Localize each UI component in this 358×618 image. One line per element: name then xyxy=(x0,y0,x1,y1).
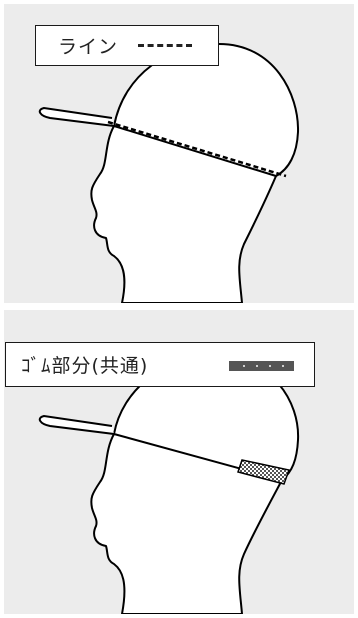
cap-crown xyxy=(112,42,300,178)
line-label: ライン xyxy=(58,36,119,58)
gum-diagram-panel: ｺﾞﾑ部分(共通) xyxy=(4,310,354,614)
gum-label: ｺﾞﾑ部分(共通) xyxy=(21,355,149,377)
line-diagram-panel: ライン xyxy=(4,4,354,303)
cap-brim xyxy=(38,414,115,435)
head-silhouette xyxy=(90,125,277,303)
dashed-line-legend xyxy=(138,44,193,47)
line-dashed-marker xyxy=(107,120,287,178)
line-label-box: ライン xyxy=(35,25,219,66)
cap-head-illustration xyxy=(38,354,300,614)
gum-label-box: ｺﾞﾑ部分(共通) xyxy=(5,342,315,387)
gum-band-marker xyxy=(237,459,290,485)
gum-pattern-legend xyxy=(229,361,294,371)
cap-brim xyxy=(38,106,115,127)
cap-head-illustration xyxy=(38,42,300,303)
head-silhouette xyxy=(90,433,283,614)
